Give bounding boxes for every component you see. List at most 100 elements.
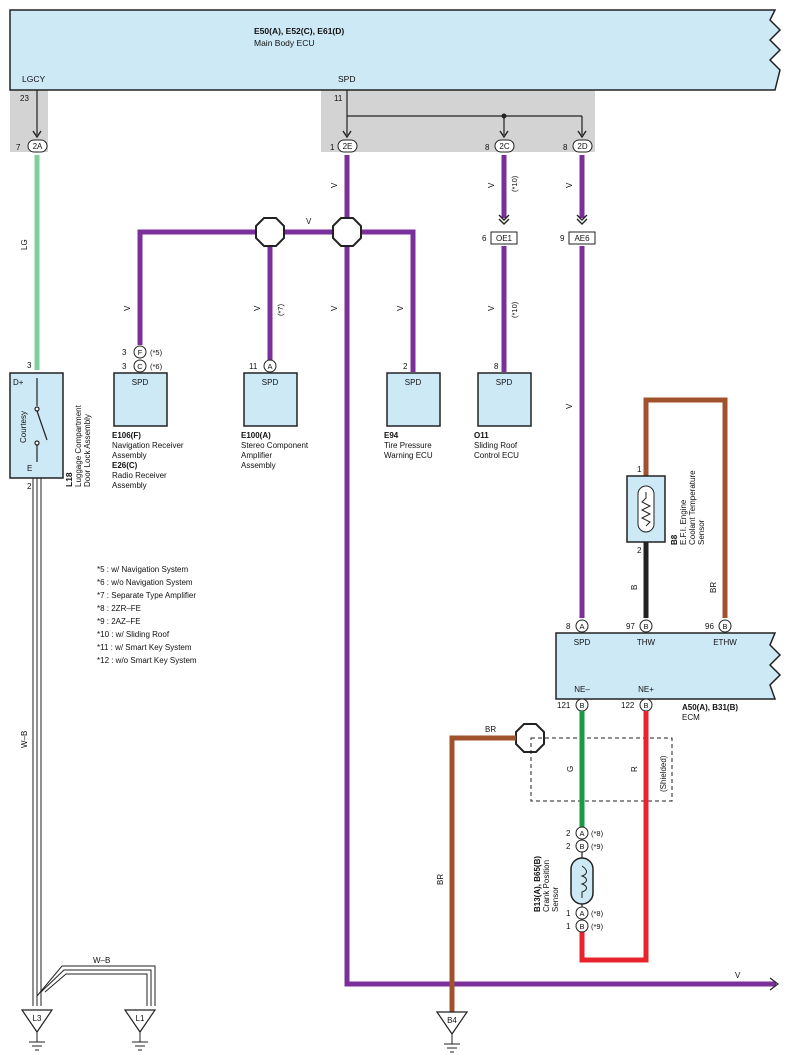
main-ecu-pin-spd: SPD — [338, 74, 355, 84]
note-10b: (*10) — [510, 301, 519, 318]
note-8a: (*8) — [591, 829, 604, 838]
wire-label-br3: BR — [436, 874, 445, 885]
wire-label-r: R — [630, 766, 639, 772]
ground-b4[interactable]: B4 — [435, 1011, 469, 1053]
wire-r[interactable] — [579, 711, 649, 963]
connector-area-right — [321, 90, 595, 152]
ecm-code: A50(A), B31(B) — [682, 703, 738, 712]
connector-b-ne-minus-label: B — [579, 701, 584, 710]
pin-121: 121 — [557, 701, 571, 710]
thermistor-zigzag — [640, 492, 652, 527]
crank-coil-symbol — [580, 865, 587, 898]
wire-br-ethw[interactable] — [643, 397, 728, 618]
ecm-box[interactable] — [555, 632, 782, 700]
wire-label-br1: BR — [709, 582, 718, 593]
ground-l3[interactable]: L3 — [20, 1009, 54, 1051]
wire-label-v5: V — [123, 305, 132, 311]
connector-f-label: F — [138, 348, 143, 357]
connector-2d[interactable]: 2D — [572, 139, 593, 153]
wire-wb[interactable] — [32, 478, 156, 1006]
wire-label-lg: LG — [20, 239, 29, 250]
roof-code: O11 — [474, 431, 489, 440]
svg-text:L3: L3 — [33, 1014, 42, 1023]
roof-name-b: Control ECU — [474, 451, 519, 460]
splice-dot-1 — [501, 113, 507, 119]
wire-continuation-arrow — [769, 977, 779, 991]
stereo-name-c: Assembly — [241, 461, 276, 470]
ecm-pin-ethw: ETHW — [713, 638, 737, 647]
stereo-amp-box[interactable] — [243, 372, 298, 427]
pin-1-crank-a: 1 — [566, 909, 571, 918]
svg-text:2C: 2C — [499, 142, 509, 151]
pin-2-crank-a: 2 — [566, 829, 571, 838]
splice-octagon-2[interactable] — [332, 217, 362, 247]
arrows-top — [32, 130, 587, 139]
pin-2-coolant: 2 — [637, 546, 642, 555]
wire-label-v2: V — [330, 182, 339, 188]
svg-text:L1: L1 — [136, 1014, 145, 1023]
lock-pin-e: E — [27, 464, 32, 473]
connector-a-stereo[interactable] — [263, 359, 277, 373]
wire-label-v9: V — [487, 305, 496, 311]
tire-pin-spd: SPD — [405, 378, 422, 387]
note-6: (*6) — [150, 362, 163, 371]
connector-b-thw-label: B — [643, 622, 648, 631]
wires-violet[interactable] — [137, 155, 776, 987]
tire-name-a: Tire Pressure — [384, 441, 432, 450]
sliding-roof-ecu-box[interactable] — [477, 372, 532, 427]
legend-item: *12 : w/o Smart Key System — [97, 656, 197, 665]
coolant-code: B8 — [670, 534, 679, 545]
legend-item: *11 : w/ Smart Key System — [97, 643, 192, 652]
pin-2-crank-b: 2 — [566, 842, 571, 851]
pin-96: 96 — [705, 622, 714, 631]
connector-a-ecm-label: A — [579, 622, 584, 631]
note-7: (*7) — [276, 303, 285, 316]
note-9a: (*9) — [591, 842, 604, 851]
connector-ae6[interactable] — [568, 231, 596, 245]
legend: *5 : w/ Navigation System *6 : w/o Navig… — [97, 565, 197, 665]
connector-b-ethw-label: B — [722, 622, 727, 631]
legend-item: *5 : w/ Navigation System — [97, 565, 188, 574]
connector-a-crank-bottom[interactable] — [575, 906, 589, 920]
wire-label-br2: BR — [485, 725, 496, 734]
connector-stubs — [36, 90, 583, 135]
connector-ae6-label: AE6 — [574, 234, 590, 243]
tire-pressure-ecu-box[interactable] — [386, 372, 441, 427]
lock-pin-d: D+ — [13, 378, 24, 387]
connector-b-thw[interactable] — [639, 619, 653, 633]
crank-name-b: Sensor — [551, 886, 560, 912]
ecm-pin-spd: SPD — [574, 638, 591, 647]
connector-b-crank-bottom[interactable] — [575, 919, 589, 933]
pin-122: 122 — [621, 701, 635, 710]
coolant-name-c: Sensor — [697, 519, 706, 545]
lock-switch-label: Courtesy — [19, 411, 28, 443]
ground-l1[interactable]: L1 — [123, 1009, 157, 1051]
pin-97: 97 — [626, 622, 635, 631]
connector-oe1[interactable] — [490, 231, 518, 245]
legend-item: *8 : 2ZR–FE — [97, 604, 141, 613]
main-body-ecu-box[interactable] — [9, 9, 782, 91]
stereo-name-b: Amplifier — [241, 451, 272, 460]
wire-br-shield[interactable] — [449, 735, 516, 1012]
pin-1-crank-b: 1 — [566, 922, 571, 931]
legend-item: *9 : 2AZ–FE — [97, 617, 141, 626]
connector-f[interactable] — [133, 345, 147, 359]
nav-receiver-box[interactable] — [113, 372, 168, 427]
connector-c[interactable] — [133, 359, 147, 373]
connector-a-ecm[interactable] — [575, 619, 589, 633]
splice-octagon-1[interactable] — [255, 217, 285, 247]
connector-b-ethw[interactable] — [718, 619, 732, 633]
svg-text:2E: 2E — [343, 142, 353, 151]
connector-2c[interactable]: 2C — [494, 139, 515, 153]
wire-label-v8: V — [396, 305, 405, 311]
wire-label-b: B — [630, 585, 639, 590]
wire-label-v1: V — [306, 217, 312, 226]
stereo-pin-spd: SPD — [262, 378, 279, 387]
connector-2a[interactable]: 2A — [27, 139, 48, 153]
connector-a-crank-top[interactable] — [575, 826, 589, 840]
pin-1-coolant: 1 — [637, 465, 642, 474]
connector-2e[interactable]: 2E — [337, 139, 358, 153]
nav-code2: E26(C) — [112, 461, 138, 470]
pin-6: 6 — [482, 234, 487, 243]
